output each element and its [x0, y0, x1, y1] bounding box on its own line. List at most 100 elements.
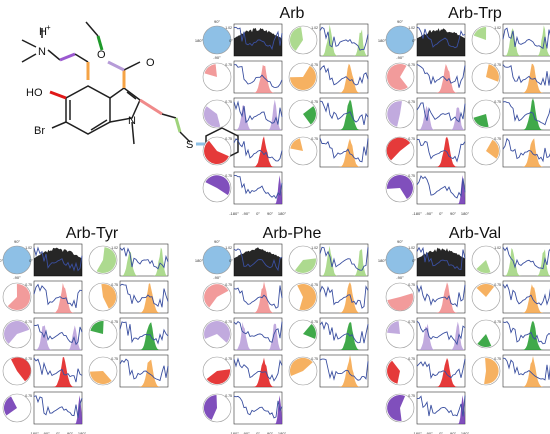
energy-curve [33, 246, 83, 272]
panel-arb-tyr: Arb-Tyr1.020.750.750.750.751.020.750.750… [0, 225, 169, 434]
y-tick-label: 1.02 [25, 246, 32, 250]
atom-label-nitrogen_indole: N [128, 115, 136, 127]
polar-wedge [295, 258, 316, 273]
polar-plot [385, 25, 415, 55]
y-tick-label: 0.75 [408, 320, 415, 324]
x-tick-label: -90° [242, 211, 250, 216]
polar-angle-label: 90° [214, 239, 220, 244]
molecule-structure [21, 21, 239, 161]
y-tick-label: 1.02 [494, 26, 501, 30]
atom-label-h_plus: H [39, 26, 47, 38]
histogram-frame [416, 280, 466, 314]
energy-curve [502, 101, 550, 126]
polar-wedge [7, 283, 31, 310]
x-tick-label: 90° [450, 431, 456, 434]
x-tick-label: 0° [256, 211, 260, 216]
atom-label-hydroxyl: HO [26, 87, 43, 99]
y-tick-label: 0.75 [225, 174, 232, 178]
energy-curve [233, 100, 283, 125]
polar-wedge [476, 260, 491, 274]
panel-arb-val: Arb-Val1.020.750.750.750.751.020.750.750… [378, 225, 550, 434]
polar-angle-label: -90° [396, 275, 404, 280]
benzene-ring [65, 85, 111, 135]
x-tick-label: -90° [242, 431, 250, 434]
bond [74, 53, 89, 63]
atom-label-oxygen_ester: O [97, 49, 106, 61]
y-tick-label: 1.02 [311, 246, 318, 250]
panel-title: Arb-Phe [263, 225, 322, 242]
bond-highlight [107, 60, 125, 72]
x-tick-label: 180° [278, 431, 287, 434]
bond [47, 49, 61, 61]
polar-wedge [473, 26, 487, 40]
x-tick-label: 180° [461, 211, 470, 216]
y-tick-label: 0.75 [311, 357, 318, 361]
y-tick-label: 0.75 [25, 394, 32, 398]
y-tick-label: 0.75 [408, 100, 415, 104]
histogram-frame [502, 134, 550, 168]
atom-label-bromine: Br [34, 125, 45, 137]
histogram-frame [119, 317, 169, 351]
polar-wedge [11, 357, 31, 382]
histogram-fill [417, 175, 465, 204]
atom-label-oxygen_carbonyl: O [146, 57, 155, 69]
histogram-frame [33, 391, 83, 425]
energy-curve [416, 26, 466, 49]
histogram-fill [234, 64, 282, 93]
polar-wedge [387, 394, 406, 421]
x-tick-label: -180° [412, 211, 422, 216]
histogram-fill [503, 284, 550, 313]
energy-curve [319, 65, 369, 86]
panel-arb: Arb1.020.750.750.750.751.020.750.750.75-… [195, 5, 369, 216]
histogram-fill [320, 355, 368, 387]
y-tick-label: 0.75 [311, 63, 318, 67]
x-tick-label: 0° [439, 431, 443, 434]
polar-wedge [4, 321, 30, 344]
polar-wedge [387, 321, 400, 334]
histogram-fill [34, 395, 82, 424]
energy-curve [416, 358, 466, 380]
polar-wedge [290, 138, 303, 151]
bond [161, 113, 177, 119]
polar-wedge [387, 360, 400, 384]
polar-wedge [204, 64, 217, 77]
polar-wedge [386, 175, 413, 199]
polar-angle-label: 90° [14, 239, 20, 244]
energy-curve [233, 285, 283, 309]
energy-curve [502, 246, 550, 270]
polar-wedge [204, 284, 229, 308]
histogram-fill [503, 25, 550, 56]
y-tick-label: 0.75 [408, 283, 415, 287]
histogram-fill [417, 395, 465, 424]
y-tick-label: 0.75 [494, 357, 501, 361]
x-tick-label: 90° [267, 211, 273, 216]
panel-title: Arb [280, 5, 305, 22]
y-tick-label: 0.75 [408, 174, 415, 178]
panel-title: Arb-Tyr [66, 225, 119, 242]
energy-curve [502, 137, 550, 163]
histogram-fill [234, 175, 282, 204]
polar-wedge [205, 175, 230, 196]
x-tick-label: 0° [439, 211, 443, 216]
x-tick-label: -180° [229, 431, 239, 434]
x-tick-label: 90° [67, 431, 73, 434]
polar-wedge [96, 247, 117, 274]
y-tick-label: 0.75 [311, 100, 318, 104]
histogram-fill [417, 28, 465, 56]
polar-plot [2, 245, 32, 275]
y-tick-label: 0.75 [494, 63, 501, 67]
histogram-fill [417, 321, 465, 350]
polar-wedge [3, 396, 17, 416]
polar-wedge [290, 65, 316, 90]
energy-curve [319, 100, 369, 125]
energy-curve [119, 283, 169, 308]
y-tick-label: 0.75 [494, 137, 501, 141]
histogram-fill [120, 247, 168, 276]
energy-curve [416, 102, 466, 123]
polar-angle-label: 180° [378, 258, 387, 263]
polar-angle-label: 90° [397, 239, 403, 244]
bond [123, 61, 141, 71]
panel-title: Arb-Val [449, 225, 501, 242]
polar-angle-label: 0° [412, 258, 416, 263]
histogram-fill [417, 358, 465, 387]
